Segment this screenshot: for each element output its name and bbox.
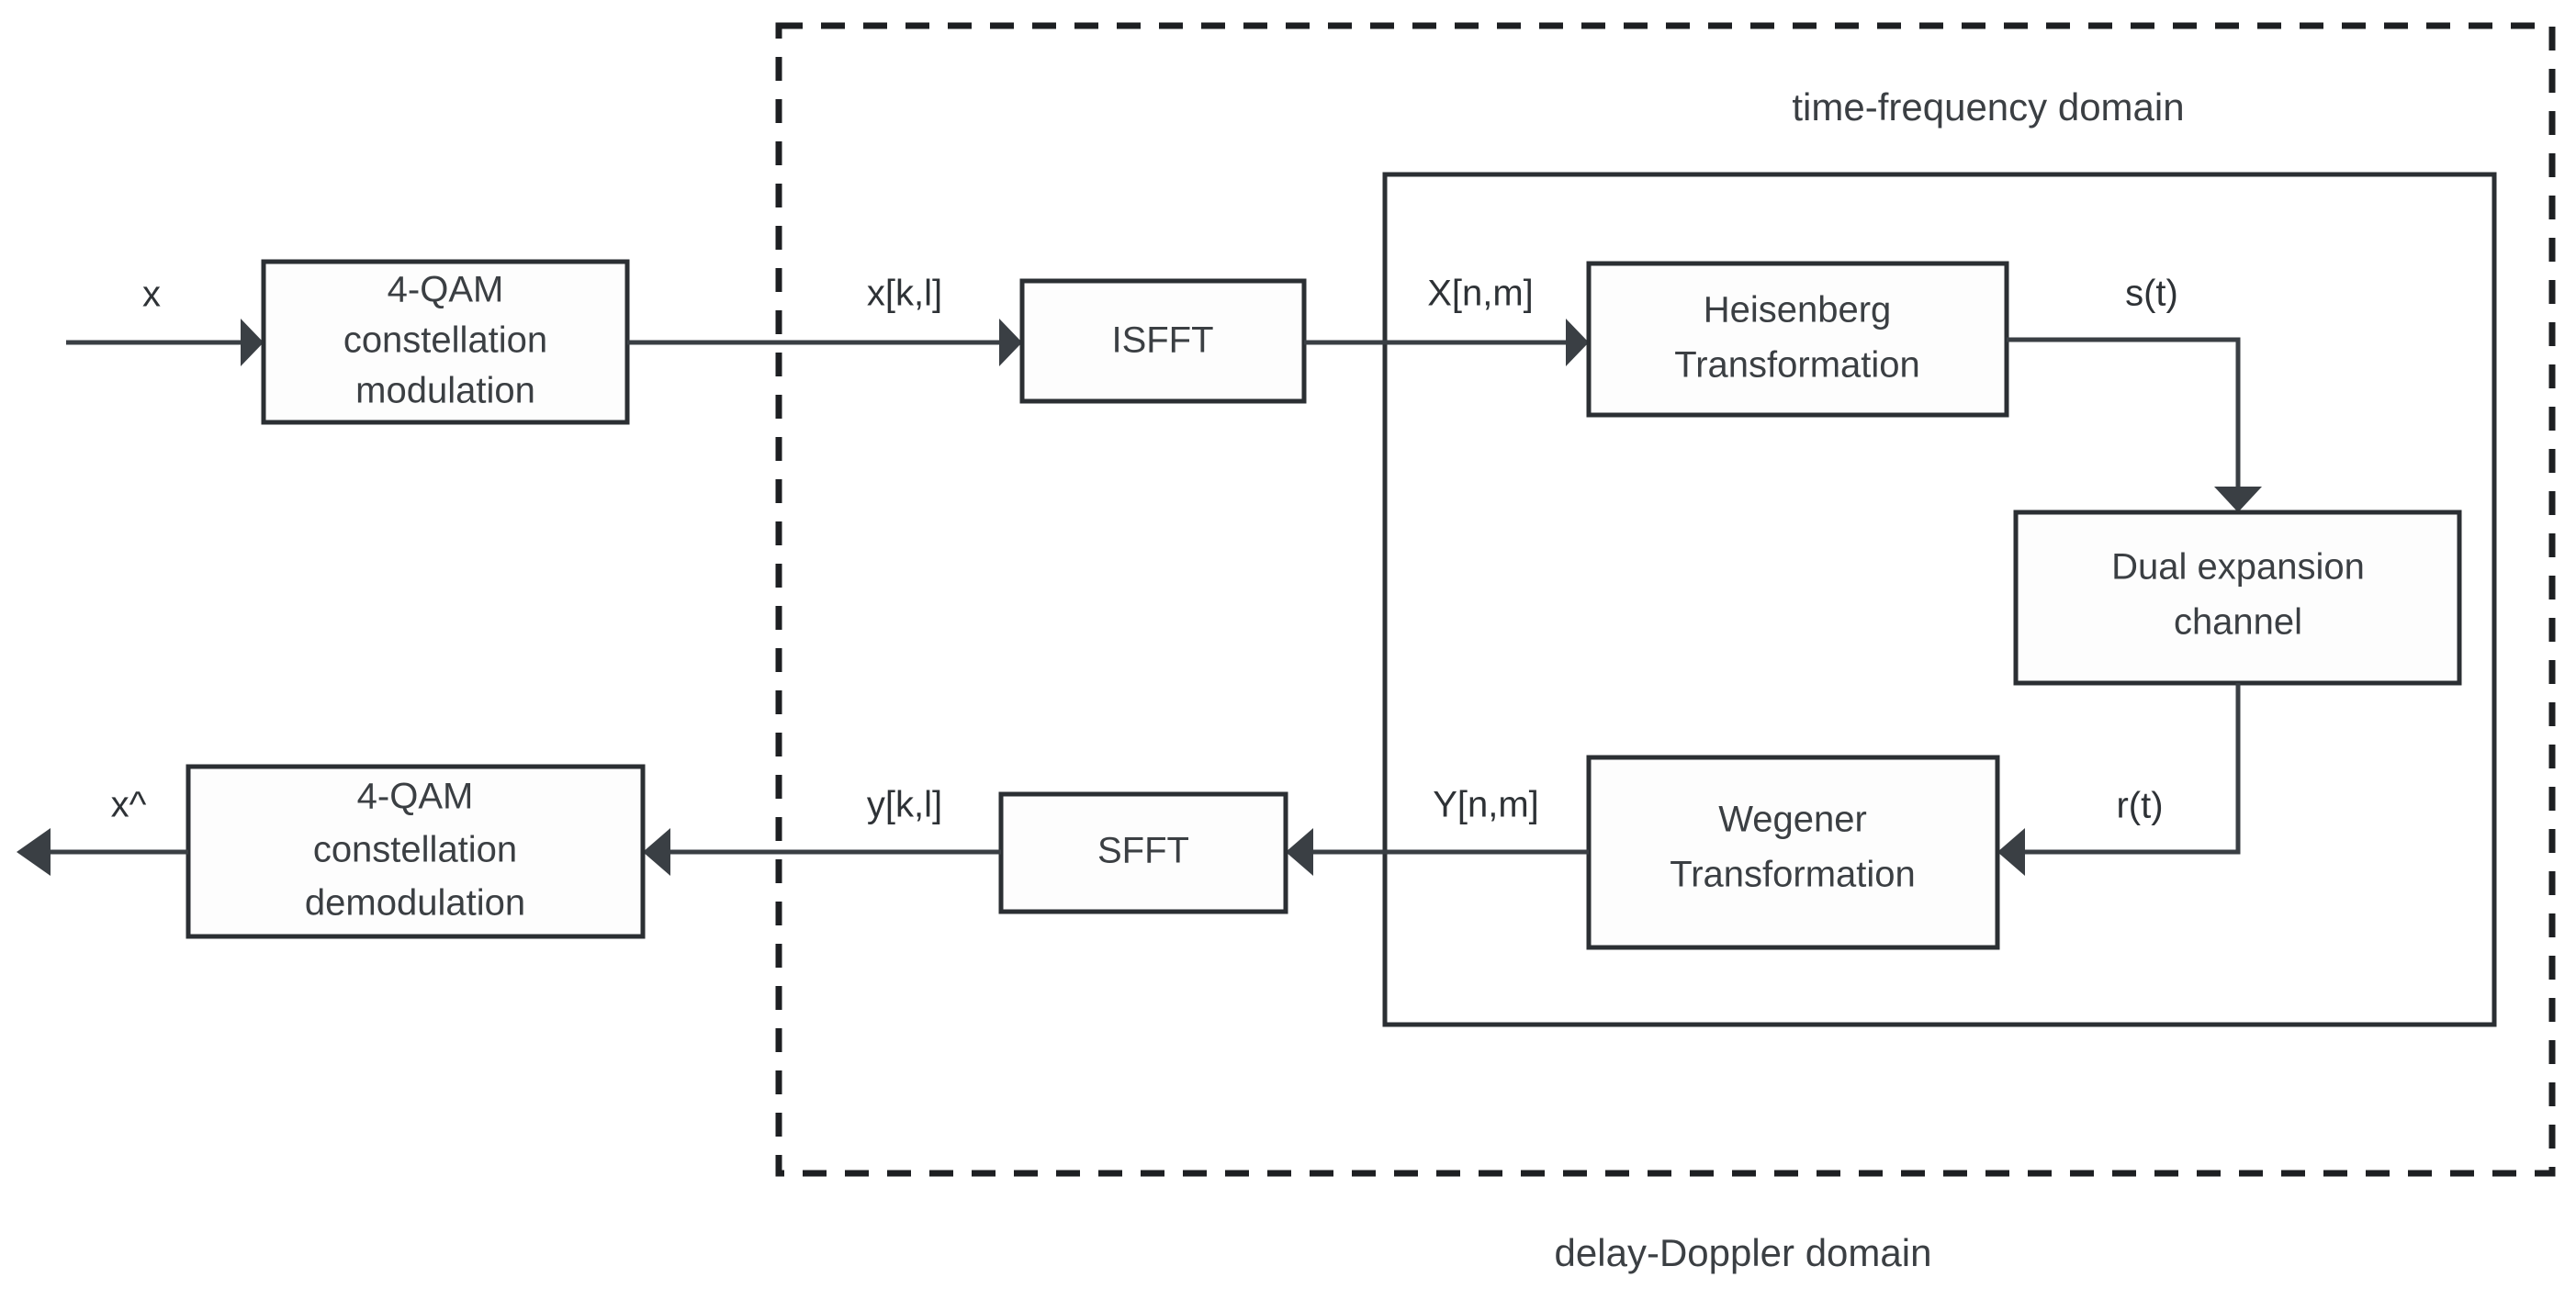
signal-label-r-t: r(t) [2116,786,2163,826]
block-qam-modulation[interactable] [261,259,630,425]
block-dual-channel-line1: Dual expansion [2111,547,2365,588]
arrow-head-icon-input [241,319,264,366]
block-qam-modulation-line1: 4-QAM [388,270,504,310]
signal-label-y-kl: y[k,l] [867,785,942,825]
flow-line-channel-to-wegener [2025,683,2241,855]
time-frequency-domain-boundary [1382,172,2497,1027]
arrow-head-icon-output [17,828,51,876]
block-wegener-transformation[interactable] [1586,755,2000,950]
block-isfft[interactable] [1019,278,1307,404]
arrow-head-icon-isfft-in [999,319,1022,366]
arrow-head-icon-wegener-in [1997,828,2025,876]
signal-label-input-x: x [142,275,161,315]
signal-label-x-kl: x[k,l] [867,274,942,314]
arrow-head-icon-channel-in [2214,487,2262,512]
signal-label-s-t: s(t) [2125,274,2178,314]
block-heisenberg-line1: Heisenberg [1704,290,1892,331]
block-sfft[interactable] [998,791,1288,914]
arrow-head-icon-demod-in [643,828,670,876]
block-dual-channel-line2: channel [2174,602,2302,643]
block-dual-expansion-channel[interactable] [2013,510,2462,686]
block-isfft-label: ISFFT [1111,320,1213,361]
block-qam-demodulation-line2: constellation [313,830,517,870]
block-qam-modulation-line2: constellation [343,320,547,361]
block-wegener-line1: Wegener [1718,800,1867,840]
arrow-head-icon-sfft-in [1286,828,1313,876]
block-qam-demodulation-line3: demodulation [305,883,525,924]
signal-label-X-nm: X[n,m] [1427,274,1534,314]
signal-label-output-xhat: x^ [111,785,147,825]
delay-doppler-domain-boundary [775,22,2556,1177]
block-qam-modulation-line3: modulation [355,371,535,411]
block-wegener-line2: Transformation [1670,855,1916,895]
label-delay-doppler-domain: delay-Doppler domain [1555,1231,1932,1274]
block-heisenberg-transformation[interactable] [1586,261,2009,418]
label-time-frequency-domain: time-frequency domain [1792,85,2184,129]
block-qam-demodulation-line1: 4-QAM [357,777,474,817]
flow-line-heisenberg-to-channel [2007,337,2241,487]
block-heisenberg-line2: Transformation [1674,345,1920,386]
block-sfft-label: SFFT [1097,831,1189,871]
arrow-head-icon-heisenberg-in [1566,319,1589,366]
signal-label-Y-nm: Y[n,m] [1433,785,1539,825]
